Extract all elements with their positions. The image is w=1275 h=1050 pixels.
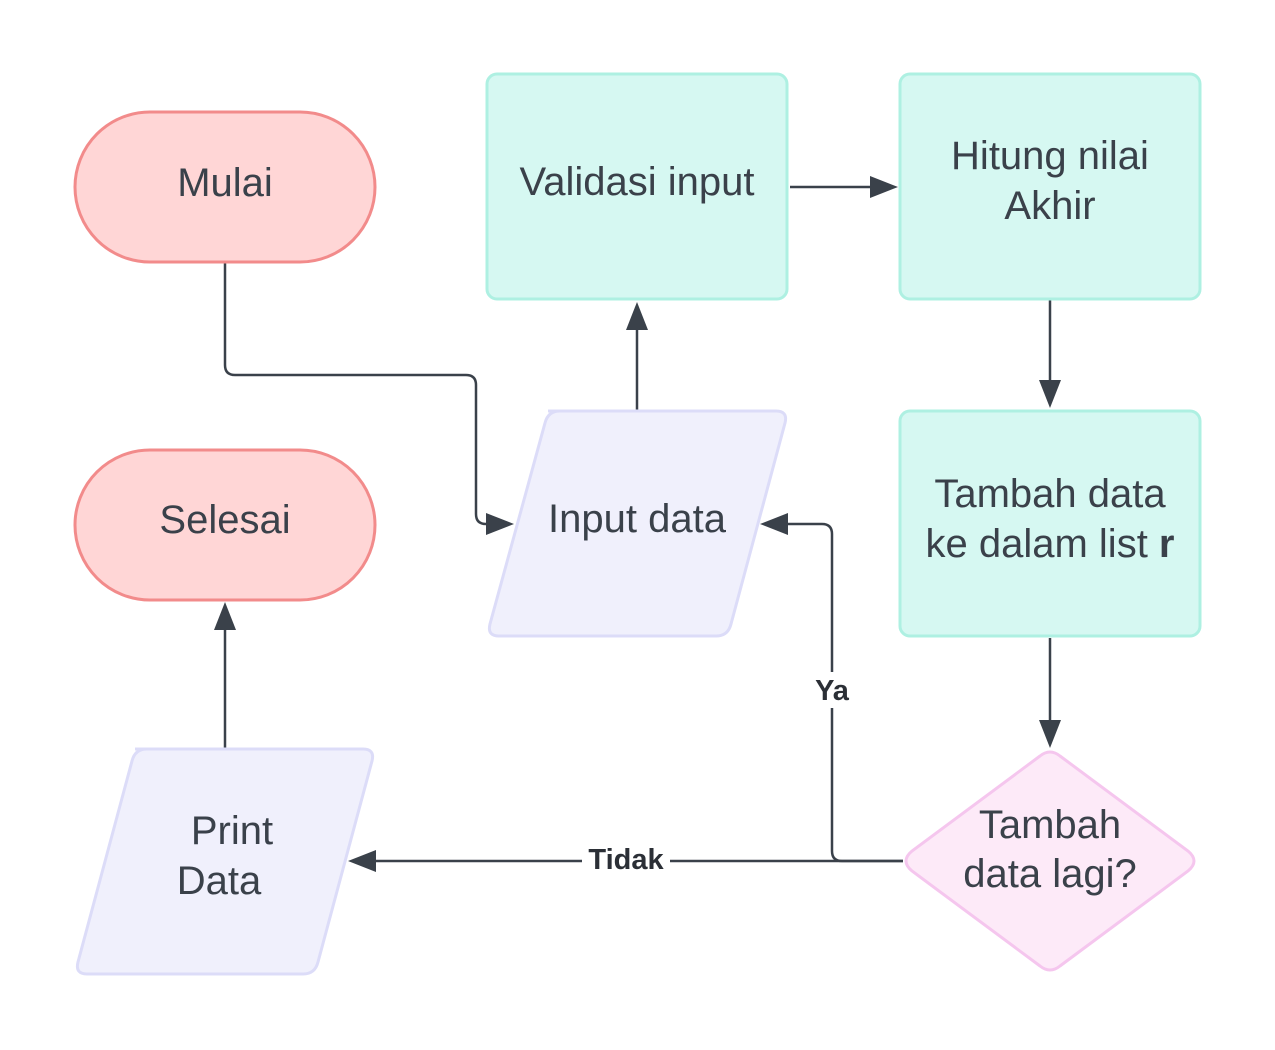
arrowhead-print-data-right <box>348 850 376 872</box>
node-hitung-nilai-akhir: Hitung nilai Akhir <box>898 72 1202 301</box>
arrowhead-validasi-bottom <box>626 302 648 330</box>
edge-mulai-to-input-data <box>223 263 490 526</box>
arrowhead-selesai-bottom <box>214 602 236 630</box>
node-input-data: Input data <box>487 409 788 638</box>
node-tambah-data-list: Tambah data ke dalam list r <box>898 409 1202 638</box>
io-shape <box>487 409 788 638</box>
no-label: Tidak <box>588 844 664 876</box>
node-validasi-input: Validasi input <box>485 72 789 301</box>
node-decision-tambah-data-lagi: Tambah data lagi? <box>904 750 1196 972</box>
io-shape <box>75 747 375 976</box>
node-validasi-label: Validasi input <box>520 160 755 204</box>
node-mulai: Mulai <box>73 110 377 264</box>
edge-label-yes: Ya <box>808 672 856 708</box>
node-input-data-label: Input data <box>548 497 727 541</box>
node-decision-label-line2: data lagi? <box>963 852 1136 896</box>
node-tambah-list-label-line2: ke dalam list r <box>926 522 1175 566</box>
process-shape <box>898 72 1202 301</box>
node-print-data-label-line1: Print <box>191 809 273 853</box>
node-selesai-label: Selesai <box>159 498 290 542</box>
edge-label-no: Tidak <box>582 842 670 878</box>
arrowhead-input-data-right <box>760 513 788 535</box>
arrowhead-input-data-left <box>486 513 514 535</box>
arrowhead-tambah-list-top <box>1039 380 1061 408</box>
node-hitung-label-line2: Akhir <box>1004 184 1095 228</box>
node-print-data: Print Data <box>75 747 375 976</box>
node-tambah-list-line2-bold: r <box>1159 522 1175 566</box>
node-selesai: Selesai <box>73 448 377 602</box>
arrowhead-decision-top <box>1039 720 1061 748</box>
node-tambah-list-label-line1: Tambah data <box>934 472 1166 516</box>
terminal-shape <box>73 448 377 602</box>
process-shape <box>485 72 789 301</box>
node-hitung-label-line1: Hitung nilai <box>951 134 1149 178</box>
decision-shape <box>904 750 1196 972</box>
node-mulai-label: Mulai <box>177 161 273 205</box>
arrowhead-hitung-left <box>870 176 898 198</box>
node-decision-label-line1: Tambah <box>979 803 1121 847</box>
terminal-shape <box>73 110 377 264</box>
node-print-data-label-line2: Data <box>177 859 262 903</box>
yes-label: Ya <box>815 675 850 707</box>
process-shape <box>898 409 1202 638</box>
node-tambah-list-line2-prefix: ke dalam list <box>926 522 1159 566</box>
